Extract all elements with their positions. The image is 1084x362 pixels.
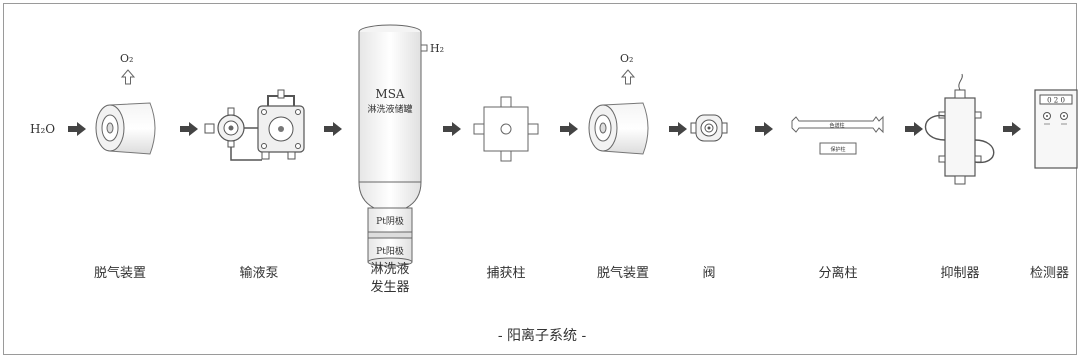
- flow-arrow-2: [180, 122, 198, 136]
- label-separation-column: 分离柱: [818, 266, 858, 281]
- suppressor: [924, 73, 995, 185]
- degasser-2: [588, 102, 649, 155]
- column-label: 色谱柱: [829, 122, 844, 129]
- valve: [690, 114, 728, 142]
- flow-arrow-7: [755, 122, 773, 136]
- label-eluent-generator-line2: 发生器: [370, 280, 410, 295]
- o2-label-2: O₂: [620, 52, 633, 65]
- label-eluent-generator-line1: 淋洗液: [370, 262, 410, 277]
- flow-arrow-3: [324, 122, 342, 136]
- flow-arrow-5: [560, 122, 578, 136]
- label-pump: 输液泵: [239, 266, 279, 281]
- label-degasser-2: 脱气装置: [596, 266, 649, 281]
- diagram-frame: [3, 3, 1077, 355]
- generator-cathode: Pt阴极: [376, 215, 404, 227]
- eluent-generator: [358, 24, 428, 267]
- degasser-1: [95, 102, 156, 155]
- label-trap-column: 捕获柱: [486, 266, 526, 281]
- label-suppressor: 抑制器: [940, 266, 980, 281]
- o2-vent-arrow-2: [621, 69, 635, 85]
- o2-label-1: O₂: [120, 52, 133, 65]
- generator-subtitle: 淋洗液储罐: [367, 103, 412, 115]
- generator-anode: Pt阳极: [376, 245, 404, 257]
- h2-label: H₂: [430, 42, 444, 55]
- flow-arrow-1: [68, 122, 86, 136]
- label-detector: 检测器: [1030, 266, 1070, 281]
- diagram-caption: - 阳离子系统 -: [497, 328, 587, 344]
- guard-column-label: 保护柱: [830, 146, 845, 153]
- flow-arrow-8: [905, 122, 923, 136]
- flow-arrow-6: [669, 122, 687, 136]
- trap-column: [473, 96, 539, 162]
- flow-arrow-9: [1003, 122, 1021, 136]
- separation-column: [791, 115, 884, 155]
- o2-vent-arrow-1: [121, 69, 135, 85]
- label-eluent-generator: 淋洗液 发生器: [358, 261, 422, 297]
- generator-title: MSA: [375, 87, 405, 101]
- detector: [1034, 89, 1078, 169]
- water-input-label: H₂O: [30, 122, 55, 136]
- label-valve: 阀: [702, 266, 716, 281]
- label-degasser-1: 脱气装置: [93, 266, 146, 281]
- detector-display: 0 2 0: [1047, 97, 1065, 105]
- flow-arrow-4: [443, 122, 461, 136]
- pump: [204, 89, 305, 161]
